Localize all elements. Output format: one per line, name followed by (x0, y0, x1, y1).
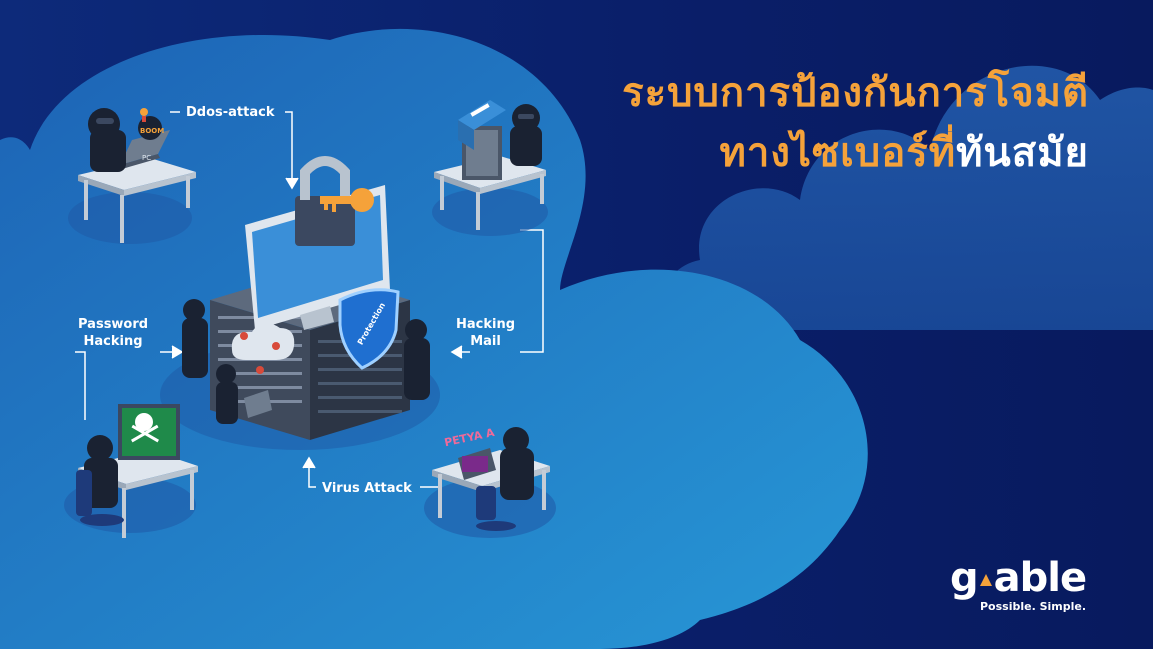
main-cloud (0, 28, 868, 649)
logo-able: able (993, 555, 1087, 601)
label-hacking-mail: Hacking Mail (456, 316, 515, 350)
logo-tagline: Possible. Simple. (980, 600, 1087, 613)
label-password-line2: Hacking (83, 334, 143, 349)
boom-text: BOOM (140, 127, 164, 135)
pc-text: PC (142, 154, 151, 162)
label-hacking-mail-line1: Hacking (456, 317, 516, 332)
label-password-hacking: Password Hacking (78, 316, 148, 350)
title-line-2-white: ทันสมัย (956, 130, 1089, 176)
connector-lines (75, 111, 544, 488)
title-line-1: ระบบการป้องกันการโจมตี (622, 70, 1089, 116)
ddos-hacker-station (68, 108, 196, 244)
virus-hacker-station (424, 427, 556, 538)
mail-hacker-station (432, 100, 548, 236)
central-server (160, 156, 440, 450)
logo-g: g (950, 555, 979, 601)
background-cloud (666, 65, 1153, 331)
title-line-2-orange: ทางไซเบอร์ที่ (719, 130, 957, 176)
logo-arrow-icon (979, 574, 992, 586)
password-hacker-station (64, 404, 198, 538)
label-hacking-mail-line2: Mail (470, 334, 501, 349)
title-line-2: ทางไซเบอร์ที่ทันสมัย (720, 120, 1090, 184)
label-virus-attack: Virus Attack (322, 481, 412, 496)
label-ddos-attack: Ddos-attack (186, 105, 275, 120)
label-password-line1: Password (78, 317, 149, 332)
